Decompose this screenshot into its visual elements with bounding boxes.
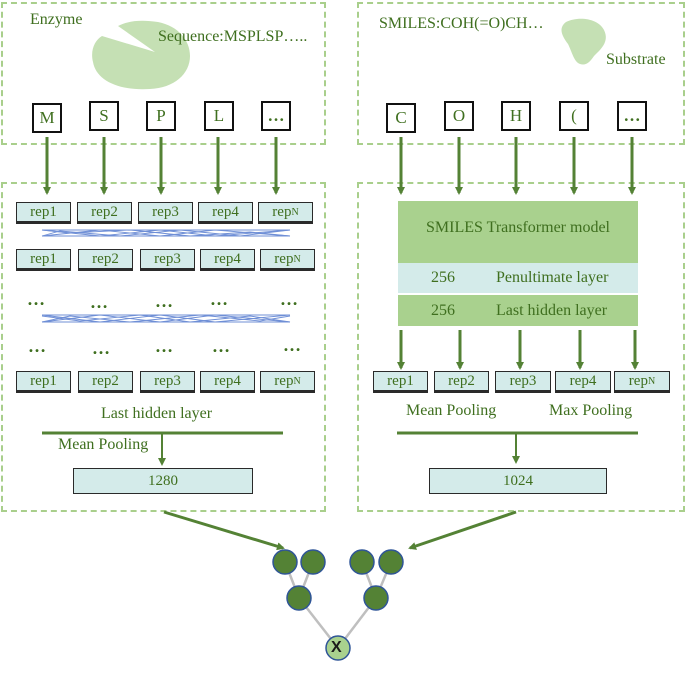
substrate-hidden-node [363, 585, 389, 611]
enzyme-ellipsis-2: … [90, 292, 109, 312]
substrate-token-arrows [397, 137, 636, 195]
enzyme-row1-rep1: rep1 [16, 202, 71, 224]
enzyme-model-panel [1, 182, 326, 512]
substrate-mean-pooling-label: Mean Pooling [406, 402, 497, 419]
last-hidden-layer-bar: 256 Last hidden layer [398, 295, 638, 326]
substrate-token-1: C [386, 103, 416, 133]
enzyme-row3-rep3: rep3 [140, 371, 195, 393]
enzyme-token-1: M [32, 103, 62, 133]
enzyme-sequence: Sequence:MSPLSP….. [158, 28, 308, 45]
enzyme-ellipsis-8: … [155, 336, 174, 356]
enzyme-row3-rep1: rep1 [16, 371, 71, 393]
enzyme-row1-rep3: rep3 [138, 202, 193, 224]
substrate-rep1: rep1 [373, 371, 428, 393]
enzyme-title: Enzyme [30, 11, 83, 28]
enzyme-ellipsis-10: … [283, 335, 302, 355]
output-node-label: X [331, 639, 342, 656]
enzyme-to-network-arrow [163, 510, 285, 551]
substrate-rep4: rep4 [555, 371, 611, 393]
substrate-shape-icon [561, 18, 606, 65]
substrate-to-network-arrow [408, 510, 517, 550]
enzyme-row2-rep3: rep3 [140, 249, 195, 271]
penultimate-layer-bar: 256 Penultimate layer [398, 263, 638, 293]
substrate-token-3: H [501, 101, 531, 131]
enzyme-token-5: … [261, 101, 291, 131]
enzyme-last-hidden-label: Last hidden layer [101, 405, 213, 422]
substrate-max-pooling-label: Max Pooling [549, 402, 633, 419]
enzyme-ellipsis-7: … [92, 338, 111, 358]
substrate-smiles: SMILES:COH(=O)CH… [379, 15, 544, 32]
enzyme-input-node-2 [300, 549, 326, 575]
enzyme-ellipsis-9: … [212, 336, 231, 356]
enzyme-ellipsis-6: … [28, 336, 47, 356]
substrate-output-box: 1024 [429, 468, 607, 494]
enzyme-ellipsis-5: … [280, 289, 299, 309]
attention-lines-lower [41, 314, 291, 323]
attention-lines-upper [41, 229, 291, 237]
smiles-transformer-box: SMILES Transformer model [398, 201, 638, 263]
enzyme-token-4: L [204, 101, 234, 131]
enzyme-ellipsis-1: … [27, 289, 46, 309]
substrate-input-node-2 [378, 549, 404, 575]
enzyme-input-node-1 [272, 549, 298, 575]
substrate-model-arrows [397, 330, 639, 370]
enzyme-output-box: 1280 [73, 468, 253, 494]
substrate-title: Substrate [606, 51, 666, 68]
enzyme-row2-rep2: rep2 [78, 249, 133, 271]
substrate-rep3: rep3 [495, 371, 551, 393]
enzyme-token-2: S [89, 101, 119, 131]
substrate-rep2: rep2 [434, 371, 489, 393]
output-node [325, 635, 351, 661]
substrate-model-panel [357, 182, 685, 512]
substrate-input-panel [357, 2, 685, 145]
substrate-token-2: O [444, 101, 474, 131]
enzyme-hidden-node [286, 585, 312, 611]
enzyme-ellipsis-4: … [210, 289, 229, 309]
enzyme-ellipsis-3: … [155, 291, 174, 311]
enzyme-token-arrows [43, 137, 280, 195]
enzyme-shape-icon [92, 20, 190, 90]
enzyme-row2-rep1: rep1 [16, 249, 71, 271]
substrate-input-node-1 [349, 549, 375, 575]
enzyme-row1-rep4: rep4 [198, 202, 253, 224]
enzyme-token-3: P [146, 101, 176, 131]
enzyme-row3-rep4: rep4 [200, 371, 255, 393]
network-nodes [272, 549, 404, 611]
enzyme-row1-rep2: rep2 [77, 202, 132, 224]
enzyme-row2-rep4: rep4 [200, 249, 255, 271]
enzyme-input-panel [1, 2, 326, 145]
enzyme-pooling-label: Mean Pooling [58, 436, 149, 453]
substrate-token-4: ( [559, 101, 589, 131]
enzyme-row3-rep2: rep2 [78, 371, 133, 393]
substrate-token-5: … [617, 101, 647, 131]
